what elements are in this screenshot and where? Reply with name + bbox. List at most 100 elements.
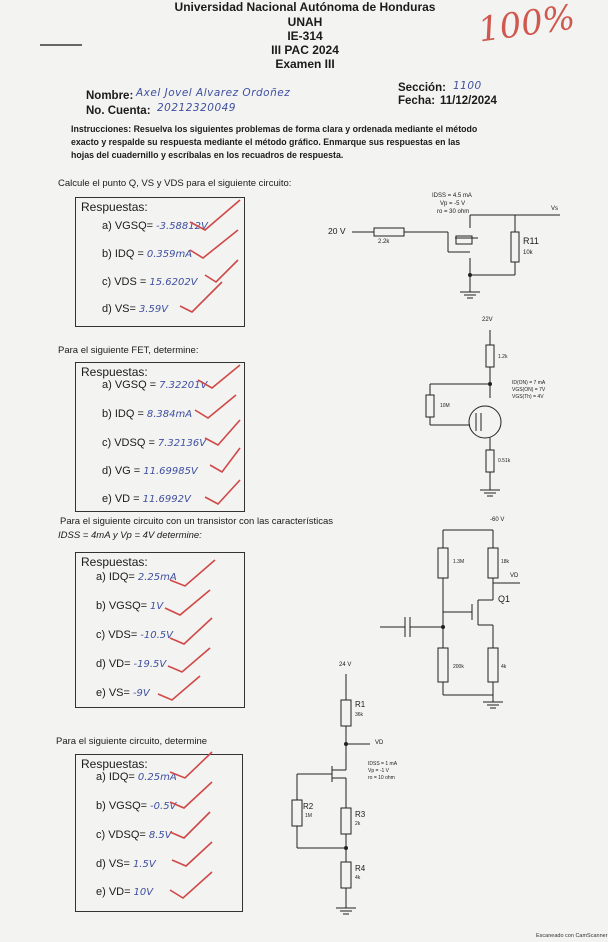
q2-value-a: 7.32201V bbox=[159, 380, 208, 391]
c3-vd-label: VD bbox=[510, 573, 519, 579]
c4-r4-label: R4 bbox=[355, 864, 366, 873]
q2-answer-box: Respuestas: a) VGSQ =7.32201V b) IDQ =8.… bbox=[75, 362, 245, 512]
c4-param-idss: IDSS = 1 mA bbox=[368, 761, 398, 767]
c3-r4-label: 4k bbox=[501, 664, 507, 670]
date-label: Fecha: bbox=[398, 95, 436, 107]
q3-prompt-2: IDSS = 4mA y Vp = 4V determine: bbox=[58, 530, 202, 541]
q4-value-d: 1.5V bbox=[132, 859, 156, 870]
c2-rd-label: 1.2k bbox=[498, 354, 508, 360]
q4-value-e: 10V bbox=[133, 887, 154, 898]
margin-mark bbox=[40, 44, 82, 46]
c4-r3-value: 2k bbox=[355, 821, 361, 827]
resistor-r2 bbox=[291, 799, 303, 827]
c4-r2-value: 1M bbox=[305, 813, 312, 819]
q1-label-d: d) VS= bbox=[102, 303, 136, 315]
q4-row-b: b) VGSQ=-0.5V bbox=[96, 800, 176, 812]
resistor-10m bbox=[425, 394, 435, 418]
q2-box-title: Respuestas: bbox=[81, 365, 148, 379]
q4-answer-box: Respuestas: a) IDQ=0.25mA b) VGSQ=-0.5V … bbox=[75, 754, 243, 912]
q1-row-c: c) VDS =15.6202V bbox=[102, 276, 198, 288]
resistor-2k2 bbox=[373, 227, 405, 237]
q3-label-d: d) VD= bbox=[96, 658, 131, 670]
section-value: 1100 bbox=[453, 80, 482, 92]
resistor-200k bbox=[437, 647, 449, 683]
q4-row-d: d) VS=1.5V bbox=[96, 858, 156, 870]
q1-value-d: 3.59V bbox=[138, 304, 169, 315]
q1-label-a: a) VGSQ= bbox=[102, 220, 154, 232]
resistor-0k51 bbox=[485, 449, 495, 473]
q4-value-c: 8.5V bbox=[148, 830, 172, 841]
q2-row-c: c) VDSQ =7.32136V bbox=[102, 437, 206, 449]
q3-label-b: b) VGSQ= bbox=[96, 600, 148, 612]
c1-vs-label: Vs bbox=[551, 206, 559, 212]
c2-rg-label: 10M bbox=[440, 403, 450, 409]
c1-r11-label: R11 bbox=[523, 236, 539, 246]
q4-row-c: c) VDSQ=8.5V bbox=[96, 829, 172, 841]
q2-value-c: 7.32136V bbox=[157, 438, 207, 449]
q4-value-a: 0.25mA bbox=[137, 772, 177, 783]
c2-param-idon: ID(ON) = 7 mA bbox=[512, 380, 546, 386]
account-value: 20212320049 bbox=[157, 102, 236, 114]
q2-label-e: e) VD = bbox=[102, 493, 140, 505]
q2-row-e: e) VD =11.6992V bbox=[102, 493, 191, 505]
instructions-line-2: exacto y respalde su respuesta mediante … bbox=[71, 137, 461, 147]
circuit-2 bbox=[425, 330, 502, 497]
q1-value-c: 15.6202V bbox=[149, 277, 198, 288]
c1-param-ro: ro = 30 ohm bbox=[437, 209, 470, 215]
c2-supply-label: 22V bbox=[482, 317, 493, 323]
circuit-3 bbox=[380, 529, 520, 709]
q4-label-a: a) IDQ= bbox=[96, 771, 135, 783]
resistor-r1 bbox=[340, 699, 352, 727]
q2-row-a: a) VGSQ =7.32201V bbox=[102, 379, 207, 391]
q3-row-d: d) VD=-19.5V bbox=[96, 658, 166, 670]
c4-r1-value: 36k bbox=[355, 712, 364, 718]
q4-row-a: a) IDQ=0.25mA bbox=[96, 771, 177, 783]
date-value: 11/12/2024 bbox=[440, 95, 497, 107]
q3-value-b: 1V bbox=[150, 601, 164, 612]
q1-row-a: a) VGSQ=-3.58812V bbox=[102, 220, 208, 232]
q2-value-e: 11.6992V bbox=[142, 494, 191, 505]
q1-row-b: b) IDQ =0.359mA bbox=[102, 248, 192, 260]
q4-prompt: Para el siguiente circuito, determine bbox=[56, 736, 208, 747]
q4-label-d: d) VS= bbox=[96, 858, 130, 870]
c1-r11-value: 10k bbox=[523, 250, 533, 256]
circuit-1 bbox=[352, 214, 560, 299]
q3-prompt: Para el siguiente circuito con un transi… bbox=[60, 516, 333, 527]
section-label: Sección: bbox=[398, 82, 446, 94]
q3-row-c: c) VDS=-10.5V bbox=[96, 629, 173, 641]
c1-rin-label: 2.2k bbox=[378, 239, 390, 245]
resistor-18k bbox=[487, 547, 499, 579]
c4-r2-label: R2 bbox=[303, 802, 314, 811]
q3-answer-box: Respuestas: a) IDQ=2.25mA b) VGSQ=1V c) … bbox=[75, 552, 245, 708]
q3-value-c: -10.5V bbox=[140, 630, 173, 641]
q2-prompt: Para el siguiente FET, determine: bbox=[58, 345, 199, 356]
q4-value-b: -0.5V bbox=[150, 801, 177, 812]
q3-label-a: a) IDQ= bbox=[96, 571, 135, 583]
q1-answer-box: Respuestas: a) VGSQ=-3.58812V b) IDQ =0.… bbox=[75, 197, 245, 327]
c3-r3-label: 200k bbox=[453, 664, 464, 670]
jfet-q1 bbox=[455, 235, 473, 245]
resistor-r3 bbox=[340, 807, 352, 835]
resistor-r4 bbox=[340, 861, 352, 889]
q3-value-d: -19.5V bbox=[133, 659, 167, 670]
q2-label-b: b) IDQ = bbox=[102, 408, 144, 420]
q3-box-title: Respuestas: bbox=[81, 555, 148, 569]
q2-row-d: d) VG =11.69985V bbox=[102, 465, 198, 477]
instructions-line-1: Instrucciones: Resuelva los siguientes p… bbox=[71, 124, 478, 134]
scanner-footer: Escaneado con CamScanner bbox=[536, 933, 608, 939]
c4-vd-label: VD bbox=[375, 740, 384, 746]
unah-label: UNAH bbox=[287, 15, 323, 29]
q2-row-b: b) IDQ =8.384mA bbox=[102, 408, 192, 420]
q1-label-c: c) VDS = bbox=[102, 276, 147, 288]
q2-value-b: 8.384mA bbox=[146, 409, 193, 420]
c4-r4-value: 4k bbox=[355, 875, 361, 881]
c2-rs-label: 0.51k bbox=[498, 458, 511, 464]
q1-label-b: b) IDQ = bbox=[102, 248, 144, 260]
c4-r1-label: R1 bbox=[355, 700, 366, 709]
c1-source-label: 20 V bbox=[328, 226, 346, 236]
c3-supply-label: -60 V bbox=[490, 517, 505, 523]
q2-label-c: c) VDSQ = bbox=[102, 437, 155, 449]
c2-param-vgsth: VGS(Th) = 4V bbox=[512, 394, 544, 400]
grade-mark: 100% bbox=[475, 0, 578, 51]
c4-param-vp: Vp = -1 V bbox=[368, 768, 389, 774]
